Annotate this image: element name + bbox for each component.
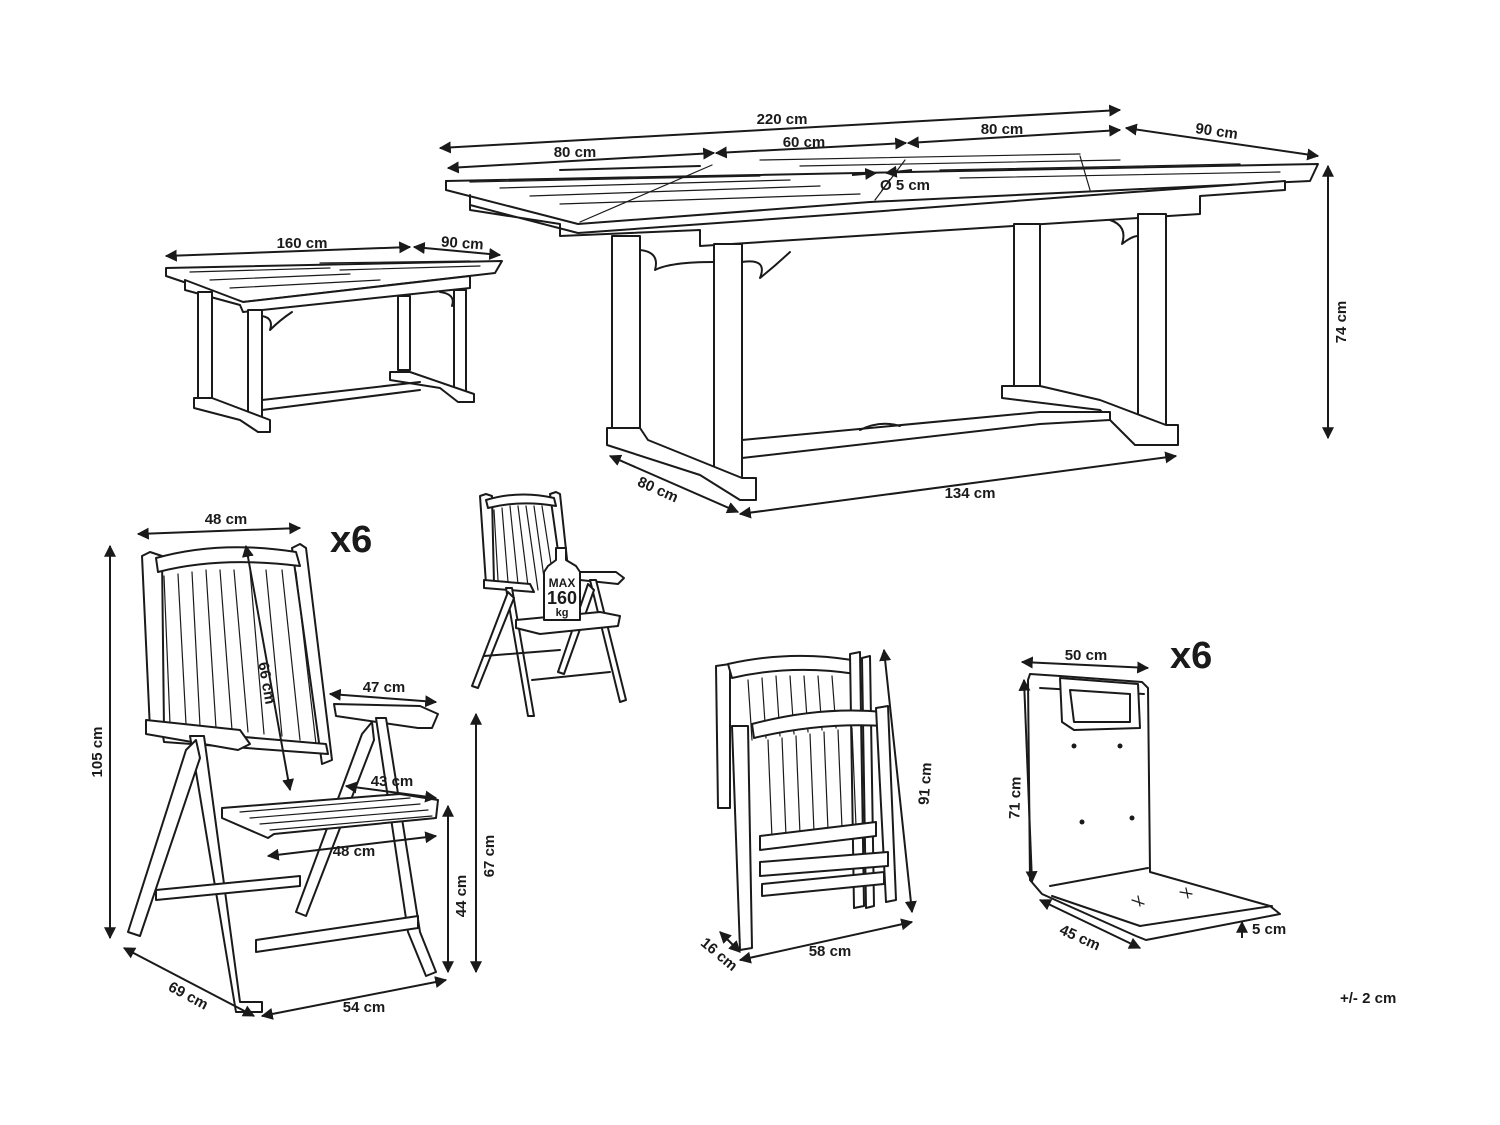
label-arm-height: 67 cm [481, 835, 498, 878]
dim-line-base-length [738, 451, 1178, 519]
label-small-width: 90 cm [440, 234, 484, 254]
label-folded-thickness: 16 cm [697, 934, 741, 974]
label-arm-length: 47 cm [363, 679, 406, 696]
label-cushion-thickness: 5 cm [1252, 921, 1286, 938]
label-small-length: 160 cm [277, 235, 328, 252]
label-back-width: 48 cm [205, 511, 248, 528]
dim-line-width [1124, 123, 1320, 161]
dim-line-chair-depth [122, 947, 256, 1017]
dim-line-folded-thickness [719, 931, 741, 953]
label-base-width: 80 cm [635, 473, 681, 506]
load-badge-unit: kg [556, 607, 569, 619]
label-section-middle: 60 cm [783, 134, 826, 151]
dim-line-back-height [242, 544, 294, 792]
label-section-left: 80 cm [554, 144, 597, 161]
chair-dimensions: x6 48 cm 66 cm 105 cm 47 cm 43 cm 48 cm … [89, 511, 498, 1020]
label-chair-width: 54 cm [343, 999, 386, 1016]
small-table-dimensions: 160 cm 90 cm [164, 234, 502, 262]
small-table-drawing [165, 260, 503, 433]
dim-line-cushion-back-length [1018, 678, 1038, 884]
label-folded-height: 91 cm [916, 762, 936, 806]
dim-line-folded-width [738, 918, 914, 964]
label-chair-depth: 69 cm [165, 979, 211, 1014]
dim-line-base-width [608, 454, 740, 514]
label-base-length: 134 cm [945, 485, 996, 502]
folded-chair-drawing [715, 651, 897, 951]
dim-line-small-length [164, 241, 412, 262]
label-umbrella-hole: Ø 5 cm [880, 177, 930, 194]
dim-line-section-middle [714, 137, 908, 159]
dim-line-total-length [438, 104, 1122, 154]
tolerance-note: +/- 2 cm [1340, 990, 1396, 1007]
label-section-right: 80 cm [981, 121, 1024, 138]
label-width: 90 cm [1194, 120, 1238, 143]
cushion-drawing [1027, 673, 1281, 941]
dim-line-section-left [446, 147, 716, 174]
label-cushion-width: 50 cm [1065, 647, 1108, 664]
label-height: 74 cm [1333, 301, 1350, 344]
load-badge: MAX 160 kg [543, 547, 581, 621]
folded-chair-dimensions: 91 cm 16 cm 58 cm [697, 648, 936, 975]
large-table-drawing [445, 153, 1319, 501]
label-seat-width: 48 cm [333, 843, 376, 860]
dim-line-section-right [906, 124, 1122, 149]
label-total-length: 220 cm [757, 111, 808, 128]
cushion-quantity: x6 [1170, 635, 1212, 677]
dim-line-small-width [412, 242, 502, 260]
label-cushion-back-length: 71 cm [1006, 776, 1024, 819]
load-badge-max: MAX [549, 576, 576, 590]
label-folded-width: 58 cm [809, 943, 852, 960]
dim-line-cushion-width [1020, 656, 1150, 674]
dim-line-cushion-seat-depth [1038, 899, 1142, 949]
dim-line-chair-width [260, 976, 448, 1020]
dim-line-seat-depth [344, 781, 438, 803]
label-seat-height: 44 cm [453, 875, 470, 918]
label-total-height: 105 cm [89, 727, 106, 778]
dim-line-seat-width [266, 831, 438, 861]
label-seat-depth: 43 cm [371, 773, 414, 790]
dim-line-folded-height [879, 648, 917, 914]
dim-line-back-width [136, 522, 302, 540]
dim-line-arm-length [328, 688, 438, 708]
chair-quantity: x6 [330, 519, 372, 561]
small-chair-drawing: MAX 160 kg [471, 491, 627, 717]
load-badge-value: 160 [547, 588, 577, 608]
